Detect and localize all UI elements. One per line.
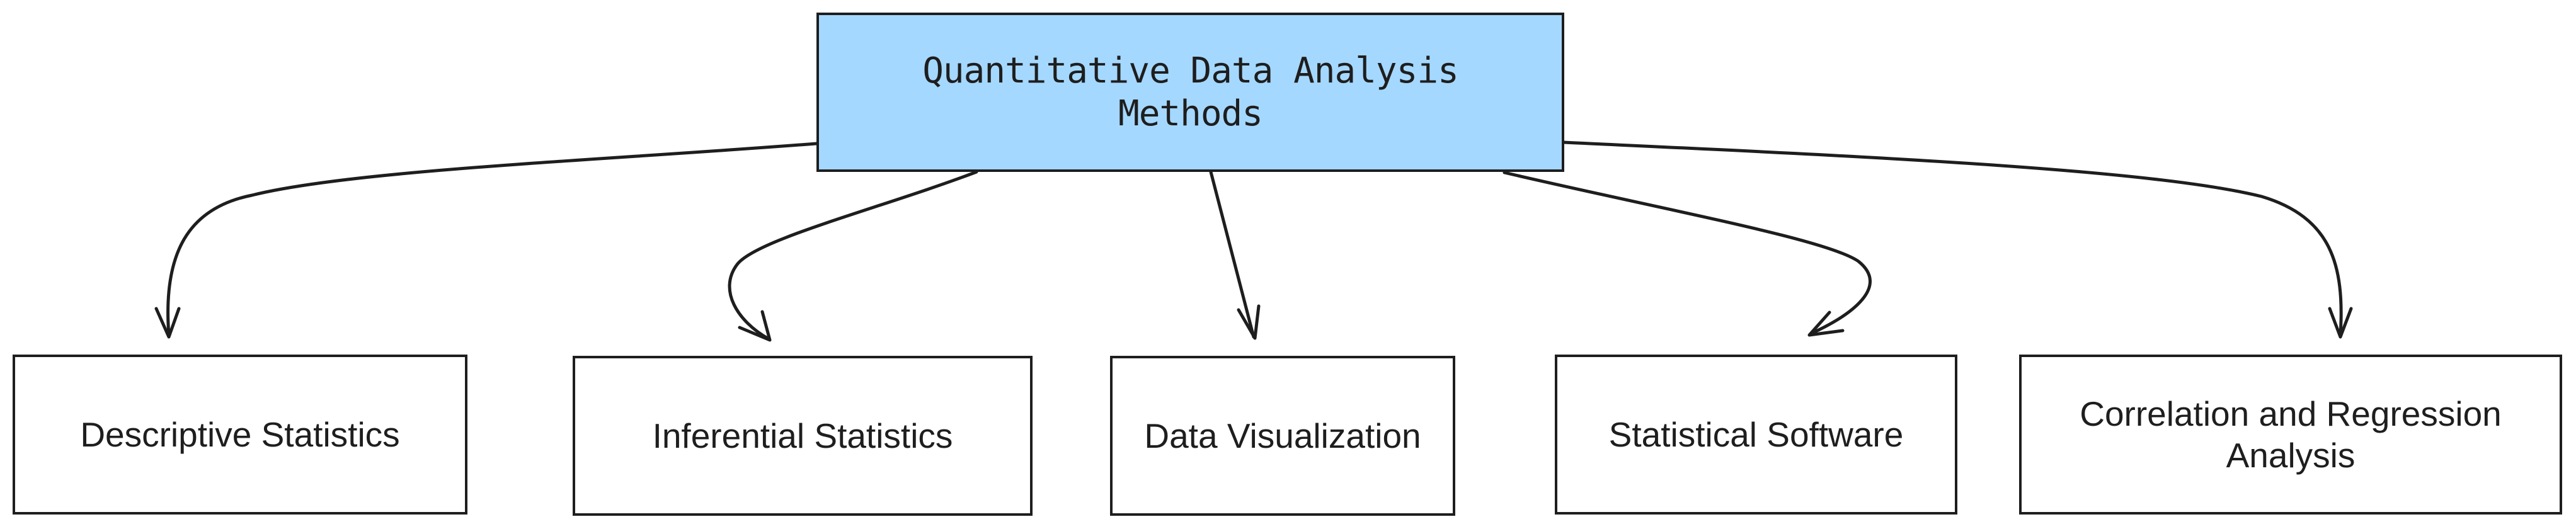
child-node-data-visualization[interactable]: Data Visualization <box>1110 356 1455 516</box>
child-node-label: Descriptive Statistics <box>80 415 400 454</box>
child-node-label: Correlation and Regression Analysis <box>2080 394 2502 475</box>
edge-root-to-inferential-statistics <box>728 170 978 342</box>
edge-root-to-correlation-and-regression-analysis <box>1562 140 2353 339</box>
root-node-label: Quantitative Data Analysis Methods <box>922 50 1459 134</box>
edge-root-to-data-visualization <box>1209 170 1261 340</box>
edge-root-to-statistical-software <box>1503 171 1872 337</box>
child-node-statistical-software[interactable]: Statistical Software <box>1555 355 1957 515</box>
child-node-inferential-statistics[interactable]: Inferential Statistics <box>573 356 1033 516</box>
edge-root-to-descriptive-statistics <box>154 142 818 339</box>
child-node-label: Statistical Software <box>1608 415 1904 454</box>
root-node[interactable]: Quantitative Data Analysis Methods <box>816 13 1564 172</box>
child-node-label: Data Visualization <box>1144 416 1421 455</box>
child-node-descriptive-statistics[interactable]: Descriptive Statistics <box>13 355 467 515</box>
child-node-label: Inferential Statistics <box>652 416 953 455</box>
child-node-correlation-and-regression-analysis[interactable]: Correlation and Regression Analysis <box>2019 355 2562 515</box>
